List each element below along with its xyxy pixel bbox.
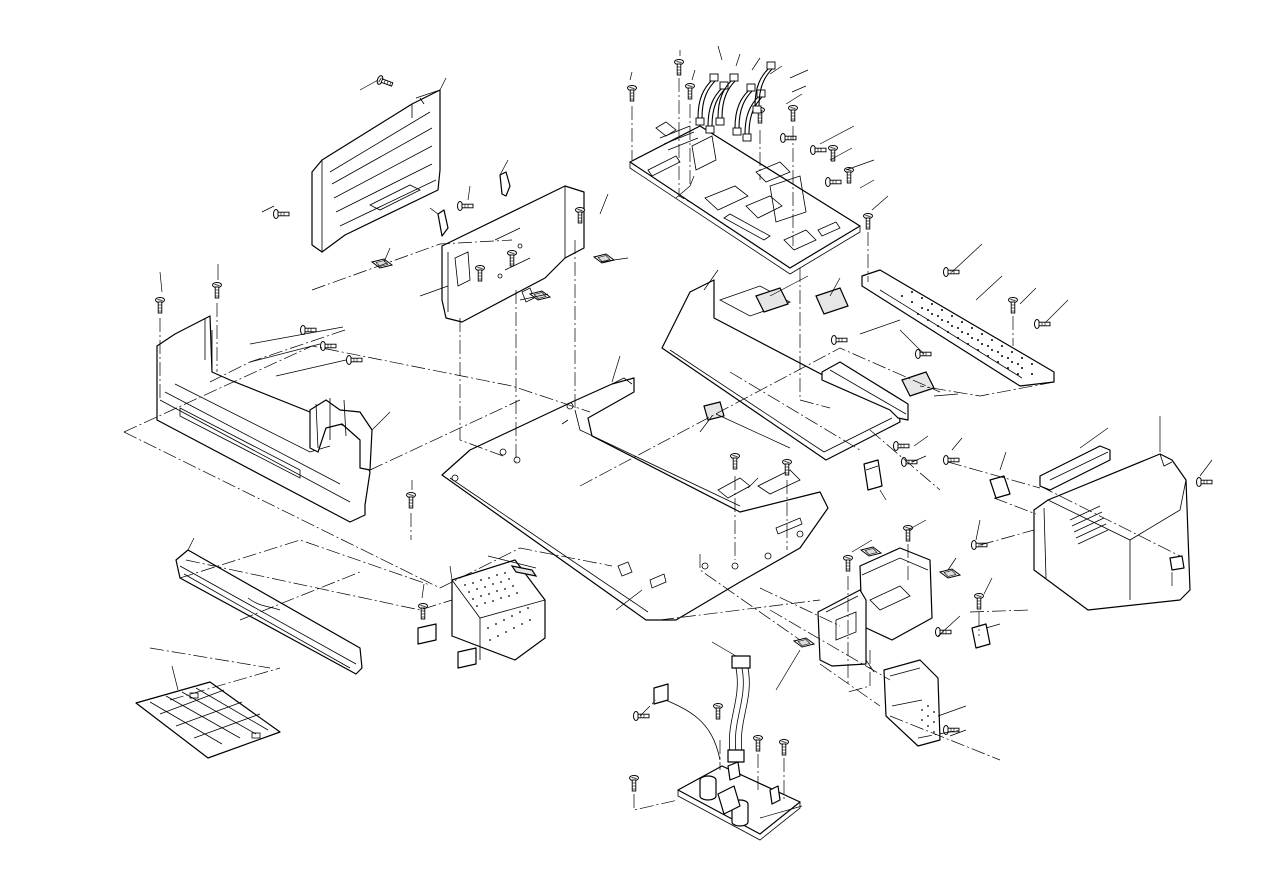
leader-lines: [159, 45, 1213, 819]
screw-icon: [780, 133, 797, 143]
screw-icon: [418, 603, 428, 620]
screw-icon: [974, 593, 984, 610]
main-board: [629, 121, 861, 275]
cable-icon: [732, 83, 756, 136]
ferrite-icon: [510, 565, 538, 577]
screw-icon: [935, 627, 952, 637]
screw-icon: [863, 213, 873, 230]
screw-icon: [375, 74, 395, 90]
screw-icon: [915, 349, 932, 359]
screw-icon: [674, 59, 684, 76]
bushing-icon: [860, 546, 882, 557]
perforated-shield: [861, 269, 1055, 387]
screw-icon: [1008, 297, 1018, 314]
screw-icon: [943, 267, 960, 277]
screw-icon: [1196, 477, 1213, 487]
screw-icon: [971, 540, 988, 550]
screw-icon: [779, 739, 789, 756]
screw-icon: [810, 145, 827, 155]
power-bracket-front: [817, 589, 867, 667]
paper-guide-frame: [156, 315, 373, 523]
board-bracket: [661, 279, 901, 461]
screw-icon: [346, 355, 363, 365]
screw-icon: [155, 297, 165, 314]
screw-icon: [627, 85, 637, 102]
screw-icon: [273, 209, 290, 219]
screw-icon: [685, 83, 695, 100]
screw-icon: [633, 711, 650, 721]
power-supply-board: [677, 761, 801, 841]
bushing-icon: [371, 258, 393, 269]
latch-icon: [989, 475, 1185, 571]
assembly-centerlines: [123, 78, 1181, 811]
cable-icon: [695, 73, 719, 126]
screw-icon: [406, 492, 416, 509]
screw-icon: [788, 105, 798, 122]
connector-icon: [703, 287, 935, 421]
clip-icon: [437, 171, 511, 237]
tray-sheet: [135, 681, 281, 759]
screw-icon: [629, 775, 639, 792]
rear-cover: [311, 89, 441, 253]
screw-icon: [831, 335, 848, 345]
screw-icon: [457, 201, 474, 211]
screw-icon: [1034, 319, 1051, 329]
cable-icon: [752, 61, 776, 114]
shield-box: [417, 559, 546, 669]
clip-icon: [971, 623, 991, 649]
screw-icon: [825, 177, 842, 187]
screw-icon: [844, 167, 854, 184]
rear-plate: [883, 659, 941, 747]
power-bracket: [859, 547, 933, 641]
screw-icon: [893, 441, 910, 451]
front-guide: [175, 549, 363, 675]
screw-icon: [212, 282, 222, 299]
small-bracket: [863, 459, 883, 491]
bushing-icon: [793, 637, 815, 648]
screw-icon: [730, 453, 740, 470]
screw-icon: [753, 735, 763, 752]
power-harness: [653, 655, 751, 763]
screw-icon: [713, 703, 723, 720]
bushing-icon: [939, 568, 961, 579]
screw-icon: [903, 525, 913, 542]
bracket-rail: [821, 361, 909, 421]
front-cover: [1033, 453, 1191, 611]
base-plate: [441, 377, 829, 621]
screw-icon: [843, 555, 853, 572]
